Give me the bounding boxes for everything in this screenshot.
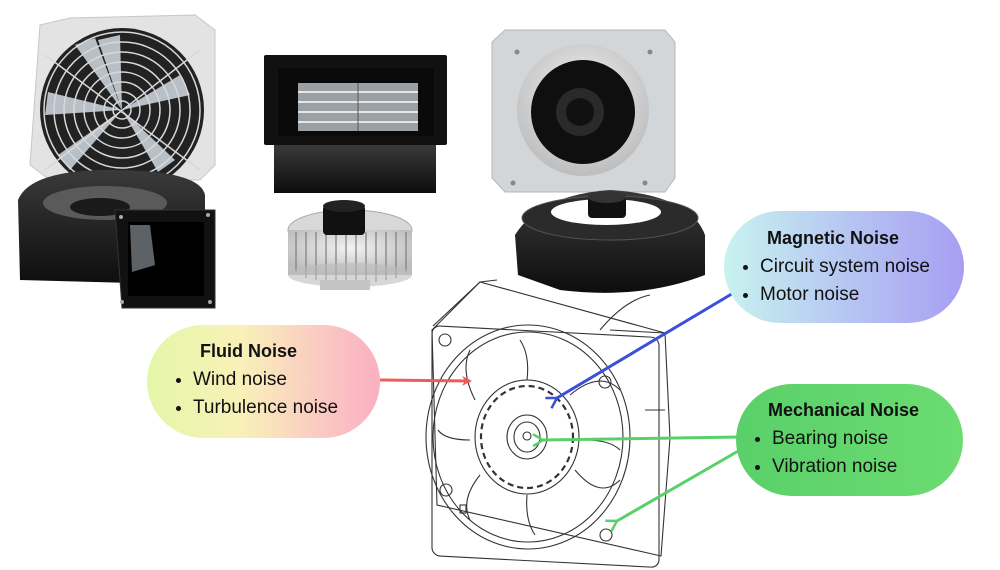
axial-fan-with-grille: [29, 14, 216, 192]
list-item: Turbulence noise: [173, 394, 338, 422]
fluid-noise-list: Wind noise Turbulence noise: [173, 366, 338, 422]
magnetic-noise-title: Magnetic Noise: [767, 228, 900, 248]
mechanical-noise-title: Mechanical Noise: [768, 400, 920, 420]
fluid-noise-callout: Fluid Noise Wind noise Turbulence noise: [147, 325, 380, 438]
backward-curved-fan-panel: [491, 29, 676, 193]
bearing-noise-arrow: [543, 437, 741, 440]
magnetic-noise-arrow: [557, 290, 736, 398]
fluid-noise-arrow: [379, 375, 472, 386]
magnetic-noise-callout: Magnetic Noise Circuit system noise Moto…: [724, 211, 964, 323]
forward-curved-impeller: [287, 200, 413, 290]
mechanical-noise-list: Bearing noise Vibration noise: [752, 425, 897, 481]
list-item: Motor noise: [740, 281, 930, 309]
backward-curved-impeller: [515, 190, 705, 293]
list-item: Wind noise: [173, 366, 338, 394]
vibration-noise-arrow: [617, 448, 741, 521]
magnetic-noise-list: Circuit system noise Motor noise: [740, 253, 930, 309]
mechanical-noise-callout: Mechanical Noise Bearing noise Vibration…: [736, 384, 963, 496]
axial-fan-line-drawing: [425, 279, 671, 568]
list-item: Vibration noise: [752, 453, 897, 481]
list-item: Bearing noise: [752, 425, 897, 453]
cross-flow-blower: [264, 55, 447, 193]
centrifugal-blower-black: [18, 170, 216, 309]
list-item: Circuit system noise: [740, 253, 930, 281]
fluid-noise-title: Fluid Noise: [200, 341, 298, 361]
